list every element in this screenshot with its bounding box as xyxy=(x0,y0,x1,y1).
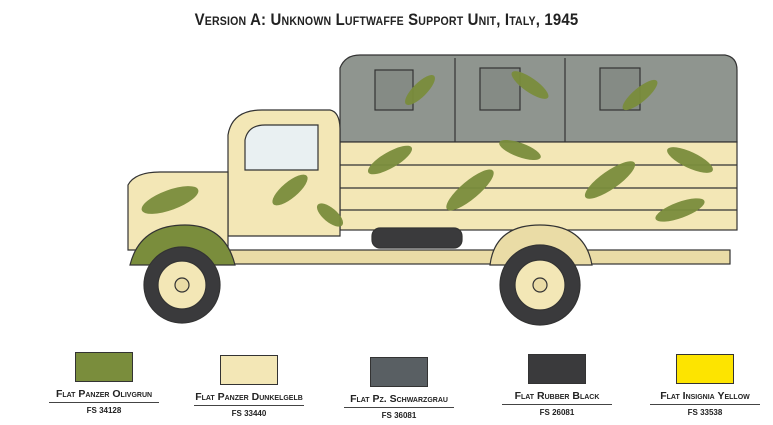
chassis xyxy=(149,249,731,265)
swatch-box xyxy=(220,355,278,385)
color-swatch-rubber-black: Flat Rubber Black FS 26081 xyxy=(482,354,632,417)
color-swatch-dunkelgelb: Flat Panzer Dunkelgelb FS 33440 xyxy=(174,355,324,418)
swatch-box xyxy=(370,357,428,387)
spare-wheel xyxy=(371,227,463,249)
cab-window xyxy=(244,124,319,171)
color-swatch-schwarzgrau: Flat Pz. Schwarzgrau FS 36081 xyxy=(324,357,474,420)
version-title: Version A: Unknown Luftwaffe Support Uni… xyxy=(194,10,579,29)
truck-illustration xyxy=(127,54,738,326)
swatch-box xyxy=(676,354,734,384)
color-swatch-insignia-yellow: Flat Insignia Yellow FS 33538 xyxy=(630,354,773,417)
color-swatch-olivgrun: Flat Panzer Olivgrun FS 34128 xyxy=(29,352,179,415)
swatch-box xyxy=(528,354,586,384)
camouflage-pattern xyxy=(141,71,713,227)
swatch-box xyxy=(75,352,133,382)
